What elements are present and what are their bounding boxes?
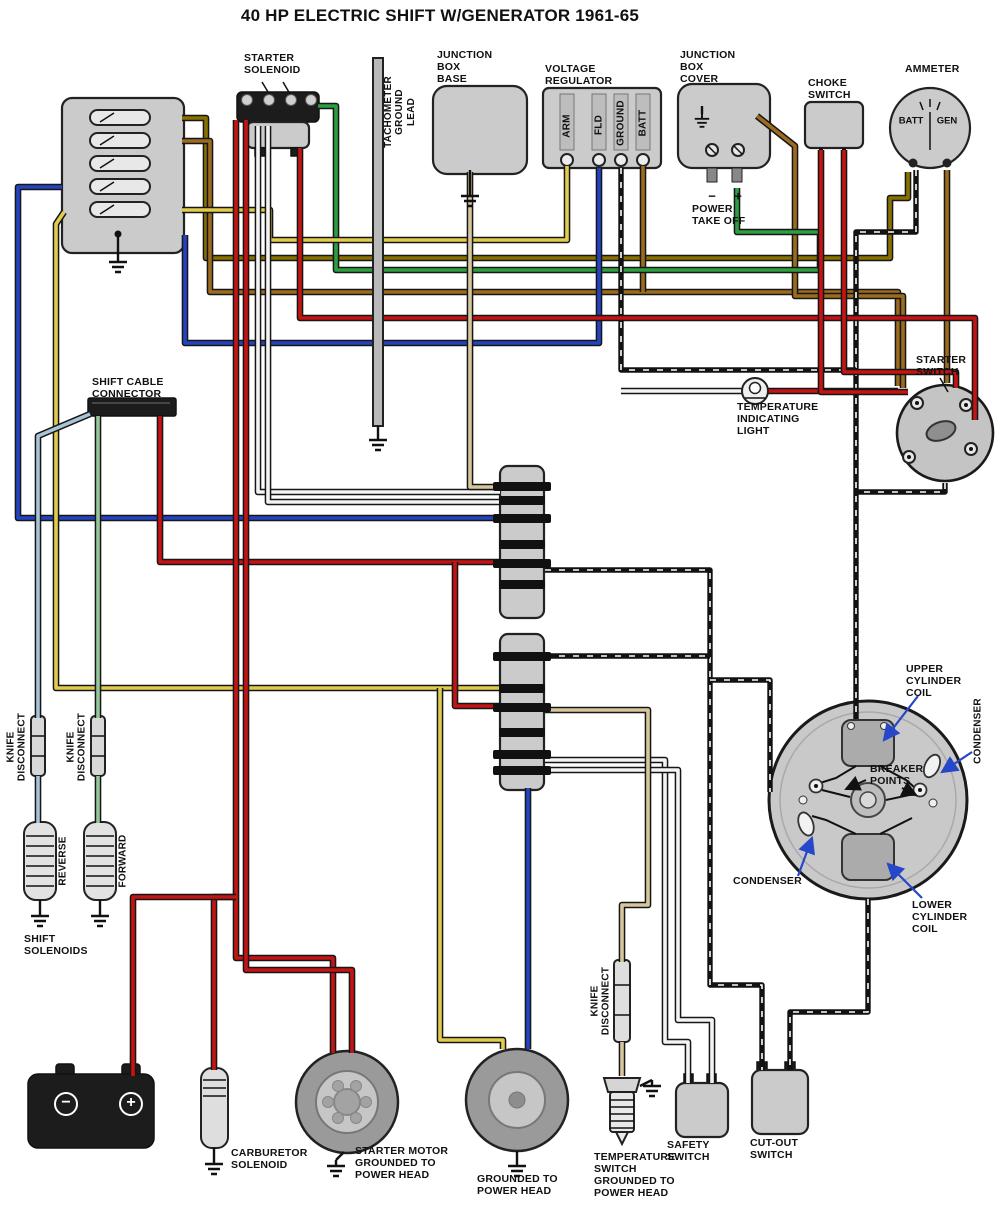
condenser-right-label: CONDENSER	[972, 698, 984, 764]
shift-solenoids-label: SHIFT SOLENOIDS	[24, 933, 88, 957]
battery-plus-label: +	[126, 1094, 136, 1111]
ground-symbols	[29, 106, 711, 1178]
terminal-block	[60, 96, 186, 255]
forward-solenoid	[83, 821, 117, 901]
knife-disconnect-1-label: KNIFE DISCONNECT	[5, 712, 28, 782]
starter-motor-label: STARTER MOTOR GROUNDED TO POWER HEAD	[355, 1145, 449, 1181]
shift-cable-connector	[87, 397, 177, 417]
regulator-fld-label: FLD	[593, 114, 605, 136]
knife-disconnect-left-2	[90, 715, 106, 777]
junction-box-base-label: JUNCTION BOX BASE	[437, 49, 493, 85]
voltage-regulator-label: VOLTAGE REGULATOR	[545, 63, 613, 87]
reverse-solenoid	[23, 821, 57, 901]
temperature-switch	[602, 1077, 642, 1147]
connector-strip-terminals	[493, 482, 551, 775]
regulator-batt-label: BATT	[637, 109, 649, 137]
condenser-left-part	[797, 811, 815, 837]
starter-motor	[294, 1049, 400, 1155]
annotation-arrows	[796, 695, 973, 899]
pointer-lines	[261, 81, 949, 393]
breaker-points-label: BREAKER POINTS	[870, 763, 924, 787]
power-take-off-minus: −	[708, 188, 716, 204]
grounded-motor	[464, 1047, 570, 1153]
ammeter-batt-label: BATT	[898, 115, 924, 127]
regulator-ground-label: GROUND	[615, 100, 627, 146]
reverse-label: REVERSE	[57, 836, 69, 886]
shift-control-wires	[34, 410, 102, 823]
upper-cylinder-coil	[841, 719, 895, 767]
starter-switch-details	[902, 396, 978, 464]
upper-cylinder-coil-label: UPPER CYLINDER COIL	[906, 663, 962, 699]
cut-out-switch-label: CUT-OUT SWITCH	[750, 1137, 799, 1161]
condenser-right-part	[922, 753, 942, 779]
tachometer-ground-lead-label: TACHOMETER GROUND LEAD	[382, 76, 417, 148]
junction-box-cover-label: JUNCTION BOX COVER	[680, 49, 736, 85]
carburetor-solenoid	[200, 1067, 229, 1149]
safety-switch	[674, 1073, 730, 1139]
forward-label: FORWARD	[117, 834, 129, 888]
junction-box-base	[431, 84, 529, 176]
power-take-off-label: POWER TAKE OFF	[692, 203, 746, 227]
battery-minus-label: −	[61, 1094, 71, 1111]
knife-disconnect-bottom	[613, 959, 631, 1043]
red-wires	[129, 120, 979, 1076]
junction-box-cover	[676, 82, 772, 183]
knife-disconnect-left-1	[30, 715, 46, 777]
choke-switch	[803, 100, 865, 158]
temperature-switch-label: TEMPERATURE SWITCH GROUNDED TO POWER HEA…	[594, 1151, 676, 1199]
temperature-indicating-light	[741, 377, 769, 405]
safety-switch-label: SAFETY SWITCH	[667, 1139, 710, 1163]
tan-wires	[466, 172, 652, 1076]
starter-switch-label: STARTER SWITCH	[916, 354, 967, 378]
choke-switch-label: CHOKE SWITCH	[808, 77, 851, 101]
starter-solenoid-label: STARTER SOLENOID	[244, 52, 301, 76]
knife-disconnect-2-label: KNIFE DISCONNECT	[65, 712, 88, 782]
cut-out-switch	[750, 1061, 810, 1136]
white-wires	[254, 126, 742, 1083]
ammeter-label: AMMETER	[905, 63, 960, 75]
regulator-arm-label: ARM	[561, 114, 573, 138]
ammeter-details	[908, 99, 952, 168]
magneto-details	[797, 719, 942, 881]
lower-cylinder-coil	[841, 833, 895, 881]
ammeter-gen-label: GEN	[936, 115, 958, 127]
temperature-indicating-light-label: TEMPERATURE INDICATING LIGHT	[737, 401, 819, 437]
tachometer-ground-lead-bar	[372, 57, 384, 427]
knife-disconnect-3-label: KNIFE DISCONNECT	[589, 966, 612, 1036]
condenser-left-label: CONDENSER	[733, 875, 802, 887]
carburetor-solenoid-label: CARBURETOR SOLENOID	[231, 1147, 308, 1171]
shift-cable-connector-label: SHIFT CABLE CONNECTOR	[92, 376, 164, 400]
blue-yellow-wires	[14, 166, 603, 1049]
diagram-title: 40 HP ELECTRIC SHIFT W/GENERATOR 1961-65	[240, 6, 640, 25]
lower-cylinder-coil-label: LOWER CYLINDER COIL	[912, 899, 968, 935]
grounded-to-power-head-label: GROUNDED TO POWER HEAD	[477, 1173, 558, 1197]
power-take-off-plus: +	[734, 188, 742, 204]
black-ignition-wires	[545, 168, 948, 1070]
